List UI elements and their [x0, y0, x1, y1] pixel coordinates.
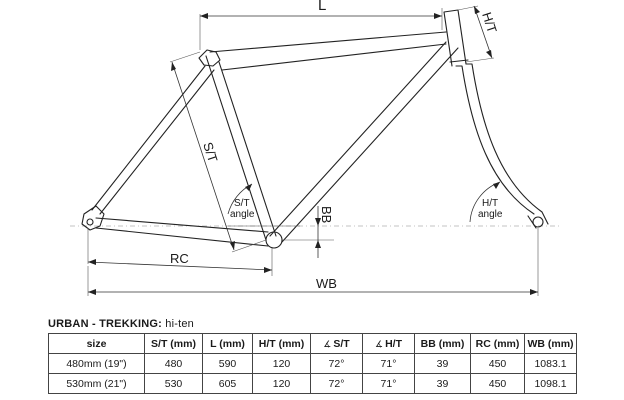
table-row: 530mm (21") 530 605 120 72° 71° 39 450 1… [48, 373, 577, 394]
seat-clamp [198, 49, 221, 67]
head-tube-dimension [473, 5, 493, 59]
header-wheelbase: WB (mm) [524, 333, 577, 354]
geometry-spec-table: size S/T (mm) L (mm) H/T (mm) ∡S/T ∡H/T … [48, 333, 577, 394]
header-seat-angle-label: S/T [333, 337, 350, 350]
cell-seat-angle: 72° [310, 373, 363, 394]
header-seat-tube: S/T (mm) [144, 333, 203, 354]
label-head-angle-1: H/T [482, 198, 498, 209]
head-tube [443, 9, 469, 67]
bicycle-frame [81, 9, 549, 249]
top-tube [209, 31, 447, 71]
rear-axle [86, 218, 94, 226]
front-dropout [532, 216, 544, 228]
label-seat-angle-2: angle [230, 209, 255, 220]
cell-head-angle: 71° [362, 373, 415, 394]
rear-dropout [81, 205, 105, 231]
label-head-tube: H/T [479, 10, 500, 35]
frame-geometry-diagram: L H/T S/T S/T angle H/T angle BB RC WB [70, 0, 560, 296]
table-header-row: size S/T (mm) L (mm) H/T (mm) ∡S/T ∡H/T … [48, 333, 577, 354]
header-top-tube: L (mm) [202, 333, 253, 354]
rear-center-dimension [87, 261, 273, 271]
header-seat-angle: ∡S/T [310, 333, 363, 354]
header-rear-center: RC (mm) [470, 333, 525, 354]
table-title-model: URBAN - TREKKING: [48, 318, 163, 330]
cell-size: 480mm (19") [48, 353, 145, 374]
label-seat-angle-1: S/T [234, 198, 250, 209]
down-tube [269, 41, 459, 243]
label-top-tube: L [318, 0, 326, 14]
label-bottom-bracket: BB [319, 206, 334, 223]
header-head-angle-label: H/T [385, 337, 402, 350]
label-rear-center: RC [170, 251, 189, 266]
table-title: URBAN - TREKKING: hi-ten [48, 318, 194, 330]
bottom-bracket-shell [265, 231, 283, 249]
table-row: 480mm (19") 480 590 120 72° 71° 39 450 1… [48, 353, 577, 374]
cell-seat-angle: 72° [310, 353, 363, 374]
label-seat-tube: S/T [200, 140, 221, 164]
angle-icon: ∡ [323, 338, 332, 349]
seat-stay [91, 65, 215, 215]
angle-icon: ∡ [375, 338, 384, 349]
header-bb-drop: BB (mm) [414, 333, 471, 354]
header-head-tube: H/T (mm) [252, 333, 311, 354]
cell-bb-drop: 39 [414, 373, 471, 394]
cell-head-angle: 71° [362, 353, 415, 374]
cell-wheelbase: 1098.1 [524, 373, 577, 394]
header-head-angle: ∡H/T [362, 333, 415, 354]
label-head-angle-2: angle [478, 209, 503, 220]
dimension-lines [87, 5, 539, 296]
cell-size: 530mm (21") [48, 373, 145, 394]
cell-bb-drop: 39 [414, 353, 471, 374]
fork [455, 63, 549, 229]
table-title-material: hi-ten [165, 318, 194, 330]
cell-rear-center: 450 [470, 353, 525, 374]
cell-rear-center: 450 [470, 373, 525, 394]
seat-tube [205, 55, 277, 241]
chain-stay [95, 217, 269, 247]
cell-head-tube: 120 [252, 373, 311, 394]
header-size: size [48, 333, 145, 354]
cell-top-tube: 605 [202, 373, 253, 394]
label-wheelbase: WB [316, 276, 337, 291]
seat-tube-dimension [171, 61, 235, 251]
cell-top-tube: 590 [202, 353, 253, 374]
cell-seat-tube: 480 [144, 353, 203, 374]
cell-seat-tube: 530 [144, 373, 203, 394]
cell-head-tube: 120 [252, 353, 311, 374]
dimension-labels: L H/T S/T S/T angle H/T angle BB RC WB [170, 0, 503, 291]
cell-wheelbase: 1083.1 [524, 353, 577, 374]
